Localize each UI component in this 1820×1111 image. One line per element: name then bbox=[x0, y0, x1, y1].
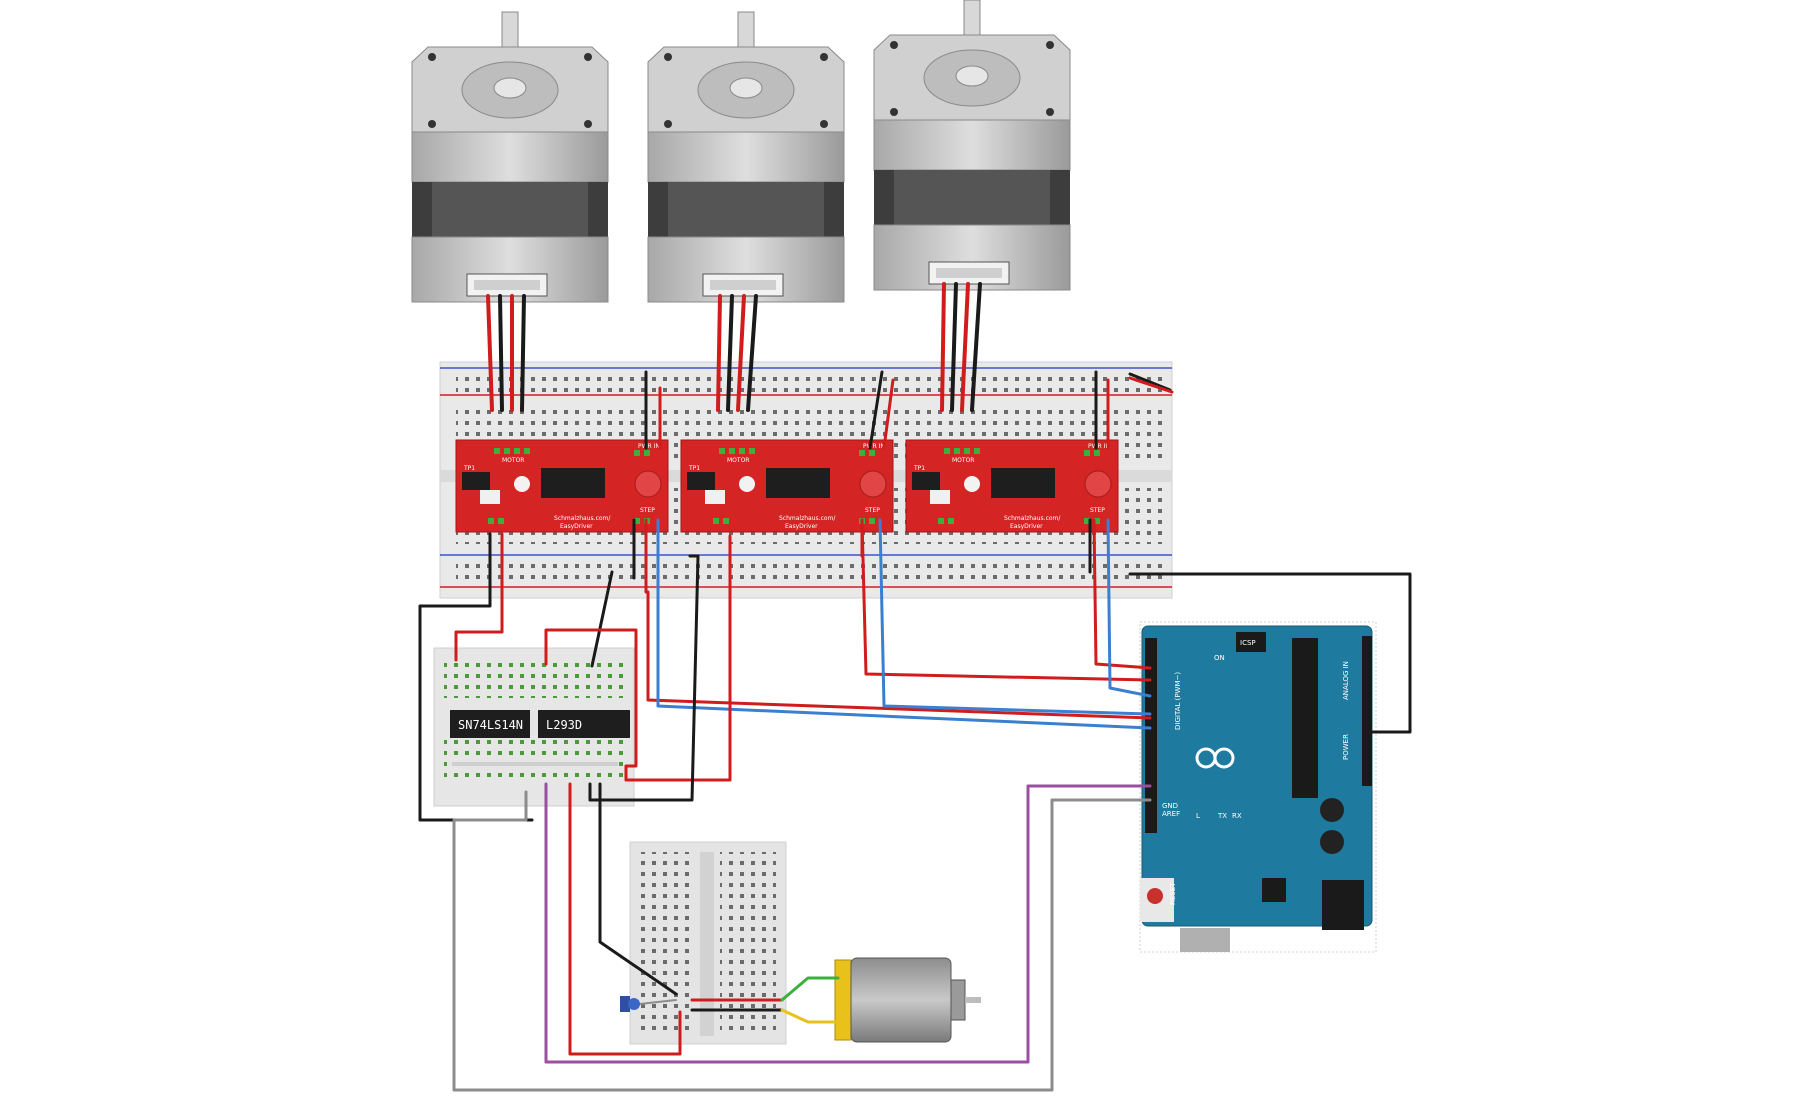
brand-line2: EasyDriver bbox=[560, 523, 593, 530]
icsp-label: ICSP bbox=[1240, 639, 1256, 647]
l-led-label: L bbox=[1196, 812, 1200, 820]
reset-button[interactable] bbox=[1147, 888, 1163, 904]
digital-label: DIGITAL (PWM~) bbox=[1174, 672, 1182, 730]
motor3-leads bbox=[940, 282, 982, 412]
stepper-motor-1 bbox=[411, 11, 609, 303]
power-jack bbox=[1322, 880, 1364, 930]
rx-label: RX bbox=[1232, 812, 1242, 820]
pwr-in-silk-label: PWR IN bbox=[638, 443, 660, 450]
digital-header bbox=[1145, 638, 1157, 833]
tp1-silk-label: TP1 bbox=[688, 465, 700, 472]
wires bbox=[418, 282, 1412, 1092]
reset-label: RESET bbox=[1169, 882, 1177, 905]
step-silk-label: STEP bbox=[1090, 507, 1105, 514]
motor2-leads bbox=[716, 294, 758, 412]
tx-label: TX bbox=[1217, 812, 1227, 820]
brand-line2: EasyDriver bbox=[785, 523, 818, 530]
atmega-chip bbox=[1292, 638, 1318, 798]
step-silk-label: STEP bbox=[865, 507, 880, 514]
easydriver-board-1: MOTOR TP1 Schmalzhaus.com/ EasyDriver ST… bbox=[455, 439, 669, 533]
step-silk-label: STEP bbox=[640, 507, 655, 514]
brand-line1: Schmalzhaus.com/ bbox=[779, 515, 836, 522]
logic-breadboard: SN74LS14N L293D bbox=[433, 647, 635, 807]
analog-label: ANALOG IN bbox=[1342, 661, 1350, 700]
easydriver-board-2: MOTOR TP1 Schmalzhaus.com/ EasyDriver ST… bbox=[680, 439, 894, 533]
mini-breadboard bbox=[629, 841, 787, 1045]
pwr-in-silk-label: PWR IN bbox=[1088, 443, 1110, 450]
motor1-leads bbox=[486, 294, 526, 412]
arduino-logo bbox=[1195, 747, 1235, 769]
motor-silk-label: MOTOR bbox=[502, 457, 524, 464]
aref-label: AREF bbox=[1162, 810, 1180, 818]
tp1-silk-label: TP1 bbox=[913, 465, 925, 472]
motor-silk-label: MOTOR bbox=[727, 457, 749, 464]
easydriver-board-3: MOTOR TP1 Schmalzhaus.com/ EasyDriver ST… bbox=[905, 439, 1119, 533]
l293d-chip bbox=[538, 710, 630, 738]
tp1-silk-label: TP1 bbox=[463, 465, 475, 472]
gnd-label: GND bbox=[1162, 802, 1178, 810]
motor-silk-label: MOTOR bbox=[952, 457, 974, 464]
brand-line1: Schmalzhaus.com/ bbox=[1004, 515, 1061, 522]
power-label: POWER bbox=[1342, 734, 1350, 760]
brand-line1: Schmalzhaus.com/ bbox=[554, 515, 611, 522]
capacitor bbox=[620, 996, 640, 1012]
dc-motor bbox=[834, 957, 981, 1043]
l293d-label: L293D bbox=[546, 718, 582, 732]
brand-line2: EasyDriver bbox=[1010, 523, 1043, 530]
on-label: ON bbox=[1214, 654, 1225, 662]
pwr-in-silk-label: PWR IN bbox=[863, 443, 885, 450]
stepper-motor-2 bbox=[647, 11, 845, 303]
power-header bbox=[1362, 636, 1372, 786]
sn74ls14n-label: SN74LS14N bbox=[458, 718, 523, 732]
arduino-uno: RESET ICSP ON DIGITAL (PWM~) ANALOG IN P… bbox=[1139, 621, 1377, 953]
stepper-motor-3 bbox=[873, 0, 1071, 291]
sn74ls14n-chip bbox=[450, 710, 530, 738]
